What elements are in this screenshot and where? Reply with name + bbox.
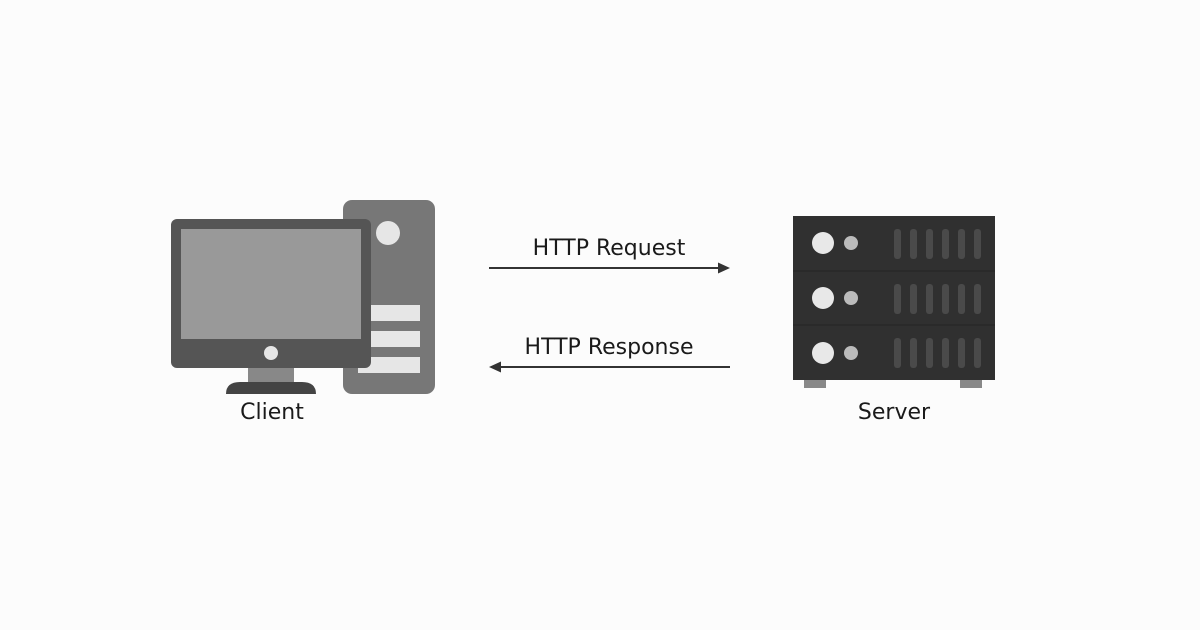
- response-arrow: [489, 361, 730, 373]
- server-led-small: [844, 236, 858, 250]
- server-foot: [804, 380, 826, 388]
- client-node: [168, 198, 440, 398]
- server-label: Server: [857, 400, 931, 425]
- server-led-small: [844, 346, 858, 360]
- monitor-neck: [248, 368, 294, 383]
- tower-drive-bay: [358, 331, 420, 347]
- server-led-large: [812, 342, 834, 364]
- server-foot: [960, 380, 982, 388]
- server-node: [792, 214, 998, 390]
- request-arrow: [489, 262, 730, 274]
- tower-drive-bay: [358, 357, 420, 373]
- server-led-small: [844, 291, 858, 305]
- client-label: Client: [240, 400, 304, 425]
- request-label: HTTP Request: [532, 236, 686, 261]
- server-vents: [894, 229, 981, 368]
- server-led-large: [812, 232, 834, 254]
- server-rack-icon: [793, 216, 995, 388]
- tower-drive-bay: [358, 305, 420, 321]
- desktop-computer-icon: [171, 200, 435, 394]
- monitor-base: [226, 382, 316, 394]
- tower-power-button: [376, 221, 400, 245]
- response-label: HTTP Response: [524, 335, 694, 360]
- monitor-power-led: [264, 346, 278, 360]
- monitor-screen: [181, 229, 361, 339]
- server-led-large: [812, 287, 834, 309]
